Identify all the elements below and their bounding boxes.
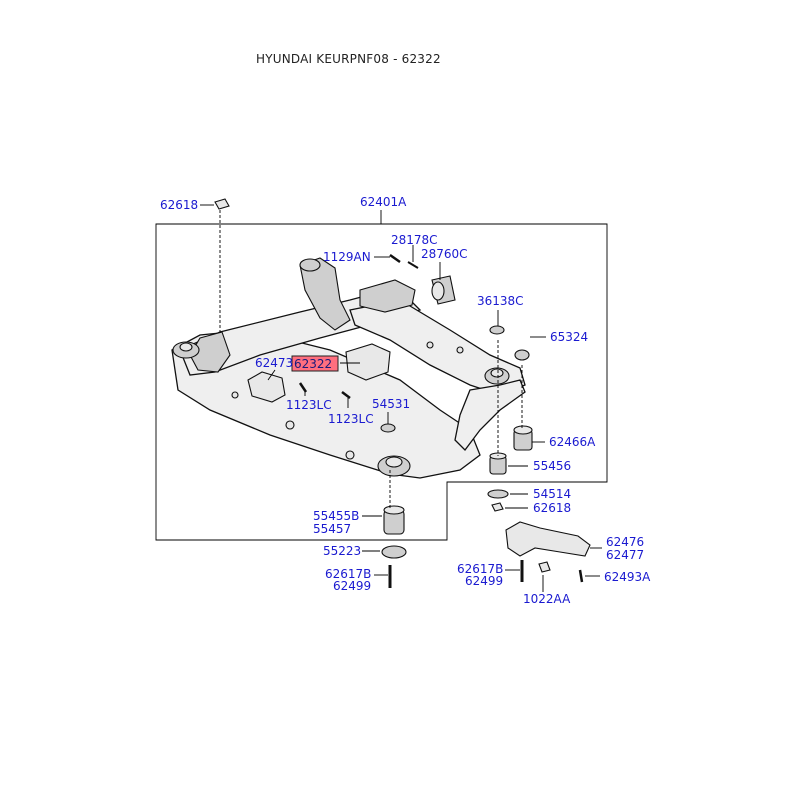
washer-55223[interactable]: [381, 545, 407, 559]
label-1022AA[interactable]: 1022AA: [523, 592, 571, 606]
bushing-55455B[interactable]: [383, 505, 405, 535]
nut-62618-mid[interactable]: [491, 502, 504, 512]
label-65324[interactable]: 65324: [550, 330, 588, 344]
label-1123LC-a[interactable]: 1123LC: [286, 398, 332, 412]
bracket-62322[interactable]: [345, 343, 391, 381]
nut-62618-top[interactable]: [214, 198, 230, 210]
bolt-62493A[interactable]: [578, 569, 584, 583]
label-62618-mid[interactable]: 62618: [533, 501, 571, 515]
label-55456[interactable]: 55456: [533, 459, 571, 473]
label-62466A[interactable]: 62466A: [549, 435, 596, 449]
label-62473[interactable]: 62473: [255, 356, 293, 370]
label-62617B-right[interactable]: 62617B: [457, 562, 503, 576]
label-62499-right[interactable]: 62499: [465, 574, 503, 588]
bushing-62466A[interactable]: [513, 425, 533, 451]
label-36138C[interactable]: 36138C: [477, 294, 524, 308]
highlight-box-62322: [291, 355, 339, 372]
washer-54514[interactable]: [487, 489, 509, 499]
bushing-55456[interactable]: [489, 452, 507, 475]
label-1129AN[interactable]: 1129AN: [323, 250, 371, 264]
label-62401A[interactable]: 62401A: [360, 195, 407, 209]
subframe-crossmember[interactable]: [171, 257, 526, 479]
label-62499-left[interactable]: 62499: [333, 579, 371, 593]
label-62618-top[interactable]: 62618: [160, 198, 198, 212]
label-55223[interactable]: 55223: [323, 544, 361, 558]
label-55457[interactable]: 55457: [313, 522, 351, 536]
bushing-28760C[interactable]: [431, 275, 456, 305]
leader-lines: [200, 204, 602, 592]
label-54514[interactable]: 54514: [533, 487, 571, 501]
label-62476[interactable]: 62476: [606, 535, 644, 549]
bolt-1123LC-b[interactable]: [341, 391, 351, 399]
diagram-title: HYUNDAI KEURPNF08 - 62322: [256, 52, 441, 66]
assembly-boundary: [155, 223, 608, 541]
label-54531[interactable]: 54531: [372, 397, 410, 411]
washer-36138C[interactable]: [489, 325, 505, 335]
label-28178C[interactable]: 28178C: [391, 233, 438, 247]
label-62617B-left[interactable]: 62617B: [325, 567, 371, 581]
label-55455B[interactable]: 55455B: [313, 509, 359, 523]
bolt-1129AN[interactable]: [389, 253, 401, 264]
label-62493A[interactable]: 62493A: [604, 570, 651, 584]
washer-54531[interactable]: [380, 423, 396, 433]
label-62477[interactable]: 62477: [606, 548, 644, 562]
washer-65324[interactable]: [514, 349, 530, 361]
label-62322[interactable]: 62322: [294, 357, 332, 371]
label-28760C[interactable]: 28760C: [421, 247, 468, 261]
stay-bracket-62476[interactable]: [505, 521, 591, 557]
bolt-1123LC-a[interactable]: [298, 382, 308, 393]
label-1123LC-b[interactable]: 1123LC: [328, 412, 374, 426]
pin-28178C[interactable]: [407, 261, 419, 269]
bracket-62473[interactable]: [247, 371, 286, 403]
nut-1022AA[interactable]: [538, 561, 551, 573]
